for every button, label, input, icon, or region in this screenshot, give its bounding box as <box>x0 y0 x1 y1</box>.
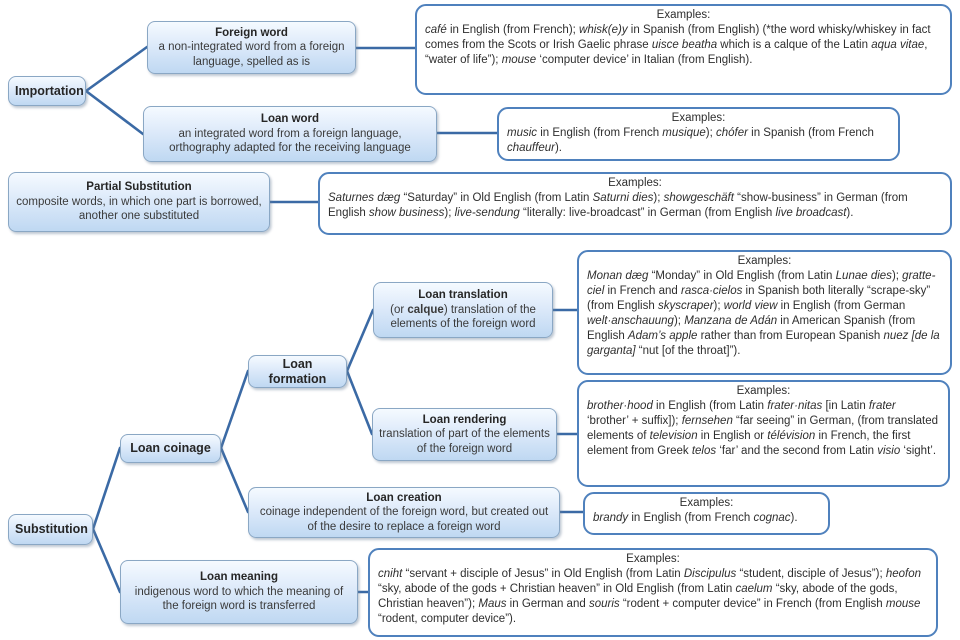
node-loan-word-definition: an integrated word from a foreign langua… <box>169 127 411 155</box>
examples-text-loan-meaning: cniht “servant + disciple of Jesus” in O… <box>378 568 922 625</box>
examples-text-partial-substitution: Saturnes dæg “Saturday” in Old English (… <box>328 192 908 219</box>
node-loan-creation: Loan creation coinage independent of the… <box>248 487 560 538</box>
node-foreign-word-title: Foreign word <box>215 26 288 39</box>
node-loan-translation-title: Loan translation <box>418 289 508 302</box>
node-loan-coinage-label: Loan coinage <box>130 441 211 456</box>
examples-text-loan-rendering: brother·hood in English (from Latin frat… <box>587 400 939 457</box>
examples-heading: Examples: <box>679 497 734 509</box>
node-foreign-word-definition: a non-integrated word from a foreign lan… <box>158 41 345 68</box>
examples-box-loan-creation: Examples: brandy in English (from French… <box>583 492 830 535</box>
node-importation: Importation <box>8 76 86 106</box>
examples-box-loan-meaning: Examples: cniht “servant + disciple of J… <box>368 548 938 637</box>
node-substitution-label: Substitution <box>15 522 88 537</box>
node-loan-rendering: Loan rendering translation of part of th… <box>372 408 557 461</box>
connector-substitution-loan-coinage <box>91 446 122 531</box>
examples-heading: Examples: <box>671 112 726 124</box>
examples-heading: Examples: <box>736 385 791 397</box>
examples-text-loan-word: music in English (from French musique); … <box>507 127 874 154</box>
examples-box-loan-rendering: Examples: brother·hood in English (from … <box>577 380 950 487</box>
examples-text-foreign-word: café in English (from French); whisk(e)y… <box>425 24 931 66</box>
node-loan-meaning: Loan meaning indigenous word to which th… <box>120 560 358 624</box>
node-loan-creation-title: Loan creation <box>366 491 442 504</box>
node-partial-substitution-title: Partial Substitution <box>86 181 192 194</box>
node-loan-formation-label: Loan formation <box>268 357 327 386</box>
node-loan-translation: Loan translation (or calque) translation… <box>373 282 553 338</box>
examples-heading: Examples: <box>656 9 711 21</box>
connector-loan-formation-loan-rendering <box>345 369 374 436</box>
connector-loan-formation-loan-translation <box>345 308 375 373</box>
examples-heading: Examples: <box>737 255 792 267</box>
examples-box-loan-word: Examples: music in English (from French … <box>497 107 900 161</box>
examples-text-loan-creation: brandy in English (from French cognac). <box>593 512 798 524</box>
examples-text-loan-translation: Monan dæg “Monday” in Old English (from … <box>587 270 940 357</box>
node-loan-meaning-definition: indigenous word to which the meaning of … <box>134 585 344 613</box>
connector-substitution-loan-meaning <box>91 527 122 594</box>
connector-importation-loan-word <box>84 89 145 136</box>
node-loan-word: Loan word an integrated word from a fore… <box>143 106 437 162</box>
examples-box-foreign-word: Examples: café in English (from French);… <box>415 4 952 95</box>
node-partial-substitution: Partial Substitution composite words, in… <box>8 172 270 232</box>
node-substitution: Substitution <box>8 514 93 545</box>
node-loan-translation-definition: (or calque) translation of the elements … <box>390 303 536 331</box>
connector-importation-foreign-word <box>84 45 149 93</box>
node-foreign-word: Foreign word a non-integrated word from … <box>147 21 356 74</box>
node-loan-rendering-title: Loan rendering <box>422 413 507 426</box>
examples-box-loan-translation: Examples: Monan dæg “Monday” in Old Engl… <box>577 250 952 375</box>
examples-box-partial-substitution: Examples: Saturnes dæg “Saturday” in Old… <box>318 172 952 235</box>
node-loan-creation-definition: coinage independent of the foreign word,… <box>259 506 549 533</box>
node-loan-coinage: Loan coinage <box>120 434 221 463</box>
examples-heading: Examples: <box>608 177 662 189</box>
examples-heading: Examples: <box>626 553 680 565</box>
node-loan-rendering-definition: translation of part of the elements of t… <box>379 428 550 455</box>
node-loan-word-title: Loan word <box>260 113 320 126</box>
node-partial-substitution-definition: composite words, in which one part is bo… <box>16 195 262 223</box>
connector-loan-coinage-loan-formation <box>219 369 250 450</box>
node-importation-label: Importation <box>15 83 84 98</box>
node-loan-formation: Loan formation <box>248 355 347 388</box>
connector-loan-coinage-loan-creation <box>219 446 250 514</box>
node-loan-meaning-title: Loan meaning <box>200 571 278 584</box>
